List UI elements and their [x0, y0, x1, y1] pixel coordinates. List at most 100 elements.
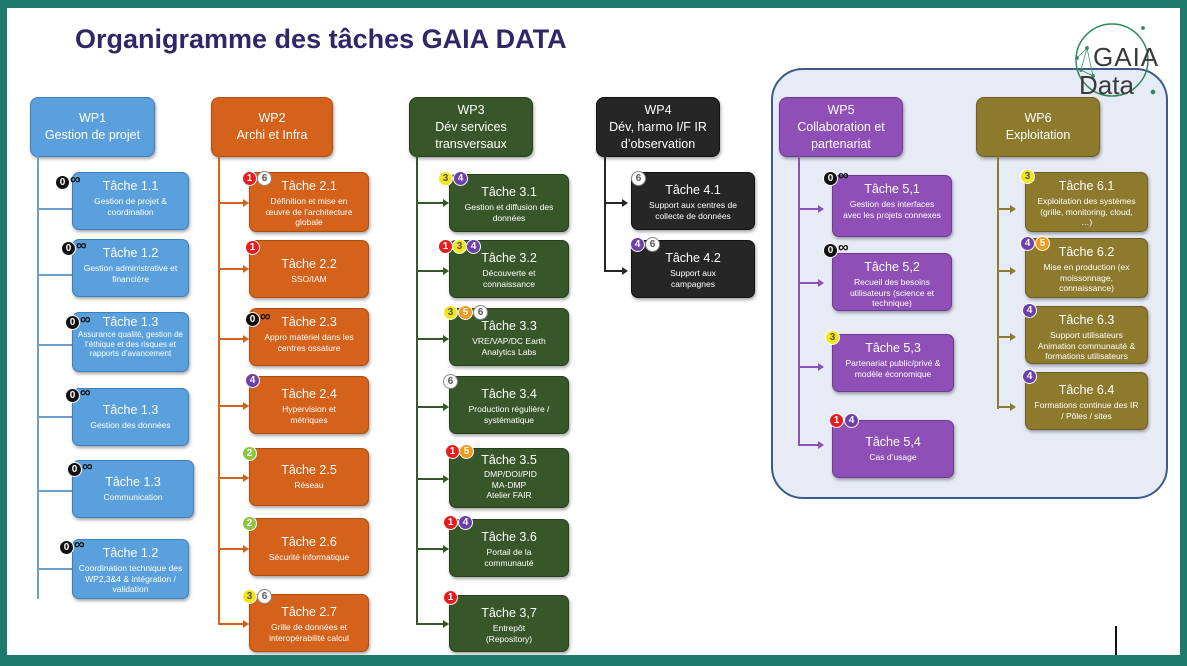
wp3-branch	[416, 548, 446, 550]
task-desc: Exploitation des systèmes (grille, monit…	[1037, 196, 1136, 227]
task-1-3c: Tâche 1.3 Communication	[72, 460, 194, 518]
wp3-branch	[416, 202, 446, 204]
arrow-icon	[443, 545, 449, 553]
arrow-icon	[243, 199, 249, 207]
wp2-branch	[218, 548, 245, 550]
wp5-connector	[798, 155, 800, 445]
task-2-7: Tâche 2.7 Grille de données et interopér…	[249, 594, 369, 652]
badge-6: 6	[257, 589, 272, 604]
wp3-branch	[416, 338, 446, 340]
badge-5: 5	[1035, 236, 1050, 251]
task-title: Tâche 2.6	[281, 535, 337, 549]
badge-3: 3	[242, 589, 257, 604]
task-desc: Assurance qualité, gestion de l’éthique …	[78, 330, 183, 358]
task-3-1: Tâche 3.1 Gestion et diffusion des donné…	[449, 174, 569, 232]
task-title: Tâche 3.6	[481, 530, 537, 544]
arrow-icon	[243, 620, 249, 628]
badge-6: 6	[473, 305, 488, 320]
task-desc: Support aux centres de collecte de donné…	[649, 200, 737, 221]
task-1-1: Tâche 1.1 Gestion de projet & coordinati…	[72, 172, 189, 230]
arrow-icon	[243, 335, 249, 343]
badge-3: 3	[1020, 169, 1035, 184]
badge-6: 6	[257, 171, 272, 186]
task-6-4: Tâche 6.4 Formations continue des IR / P…	[1025, 372, 1148, 430]
badge-0: 0	[59, 540, 74, 555]
task-title: Tâche 1.1	[102, 179, 159, 193]
wp1-name: WP1	[78, 111, 107, 125]
badge-6: 6	[443, 374, 458, 389]
task-3-7: Tâche 3,7 Entrepôt (Repository)	[449, 595, 569, 652]
wp2-branch	[218, 405, 245, 407]
task-desc: Coordination technique des WP2,3&4 & int…	[78, 563, 183, 594]
wp5-name: WP5	[827, 102, 855, 117]
task-1-3a: Tâche 1.3 Assurance qualité, gestion de …	[72, 312, 189, 372]
arrow-icon	[622, 199, 628, 207]
task-title: Tâche 2.1	[281, 179, 337, 193]
badge-4: 4	[844, 413, 859, 428]
task-3-4: Tâche 3.4 Production régulière / systéma…	[449, 376, 569, 434]
arrow-icon	[443, 620, 449, 628]
wp2-branch	[218, 623, 245, 625]
task-title: Tâche 4.2	[665, 251, 721, 265]
wp1-branch	[37, 344, 72, 346]
task-desc: Appro matériel dans les centres ossature	[264, 332, 354, 353]
badge-0: 0	[245, 312, 260, 327]
task-desc: Recueil des besoins utilisateurs (scienc…	[849, 277, 935, 308]
arrow-icon	[1010, 267, 1016, 275]
task-title: Tâche 1.2	[102, 246, 159, 260]
badge-1: 1	[443, 515, 458, 530]
task-title: Tâche 5,3	[865, 341, 921, 355]
badge-4: 4	[1022, 303, 1037, 318]
task-title: Tâche 5,1	[864, 182, 920, 196]
wp3-sub: Dév services transversaux	[435, 119, 507, 151]
task-1-3b: Tâche 1.3 Gestion des données	[72, 388, 189, 446]
task-desc: Portail de la communauté	[484, 547, 534, 568]
task-2-5: Tâche 2.5 Réseau	[249, 448, 369, 506]
infinity-icon: ∞	[74, 536, 85, 553]
wp6-header: WP6 Exploitation	[976, 97, 1100, 157]
badge-0: 0	[67, 462, 82, 477]
task-6-1: Tâche 6.1 Exploitation des systèmes (gri…	[1025, 172, 1148, 232]
task-desc: Gestion administrative et financière	[83, 263, 178, 284]
badge-2: 2	[242, 516, 257, 531]
badge-0: 0	[65, 388, 80, 403]
task-desc: Grille de données et interopérabilité ca…	[269, 622, 349, 643]
wp2-name: WP2	[258, 111, 286, 125]
task-desc: SSO/IAM	[291, 274, 327, 284]
wp3-branch	[416, 270, 446, 272]
arrow-icon	[443, 403, 449, 411]
badge-6: 6	[645, 237, 660, 252]
wp2-sub: Archi et Infra	[236, 128, 308, 142]
wp6-name: WP6	[1024, 111, 1052, 125]
infinity-icon: ∞	[80, 384, 91, 401]
task-desc: Réseau	[294, 480, 324, 490]
wp3-header: WP3 Dév services transversaux	[409, 97, 533, 157]
task-desc: Formations continue des IR / Pôles / sit…	[1034, 400, 1139, 421]
wp3-branch	[416, 406, 446, 408]
task-desc: Découverte et connaissance	[482, 268, 536, 289]
task-1-2b: Tâche 1.2 Coordination technique des WP2…	[72, 539, 189, 599]
infinity-icon: ∞	[838, 167, 849, 184]
badge-0: 0	[61, 241, 76, 256]
wp5-branch	[798, 366, 820, 368]
task-4-2: Tâche 4.2 Support aux campagnes	[631, 240, 755, 298]
wp1-branch	[37, 568, 72, 570]
wp6-branch	[997, 336, 1012, 338]
badge-1: 1	[242, 171, 257, 186]
badge-5: 5	[458, 305, 473, 320]
arrow-icon	[243, 265, 249, 273]
badge-0: 0	[65, 315, 80, 330]
wp6-sub: Exploitation	[1005, 128, 1071, 142]
task-desc: Entrepôt (Repository)	[485, 623, 533, 644]
badge-3: 3	[825, 330, 840, 345]
badge-1: 1	[445, 444, 460, 459]
task-desc: DMP/DOI/PID MA-DMP Atelier FAIR	[484, 469, 537, 500]
task-desc: Gestion des données	[90, 420, 171, 430]
arrow-icon	[243, 402, 249, 410]
wp2-branch	[218, 477, 245, 479]
wp4-header: WP4 Dév, harmo I/F IR d’observation	[596, 97, 720, 157]
arrow-icon	[243, 545, 249, 553]
task-5-2: Tâche 5,2 Recueil des besoins utilisateu…	[832, 253, 952, 311]
task-1-2: Tâche 1.2 Gestion administrative et fina…	[72, 239, 189, 297]
wp6-branch	[997, 270, 1012, 272]
